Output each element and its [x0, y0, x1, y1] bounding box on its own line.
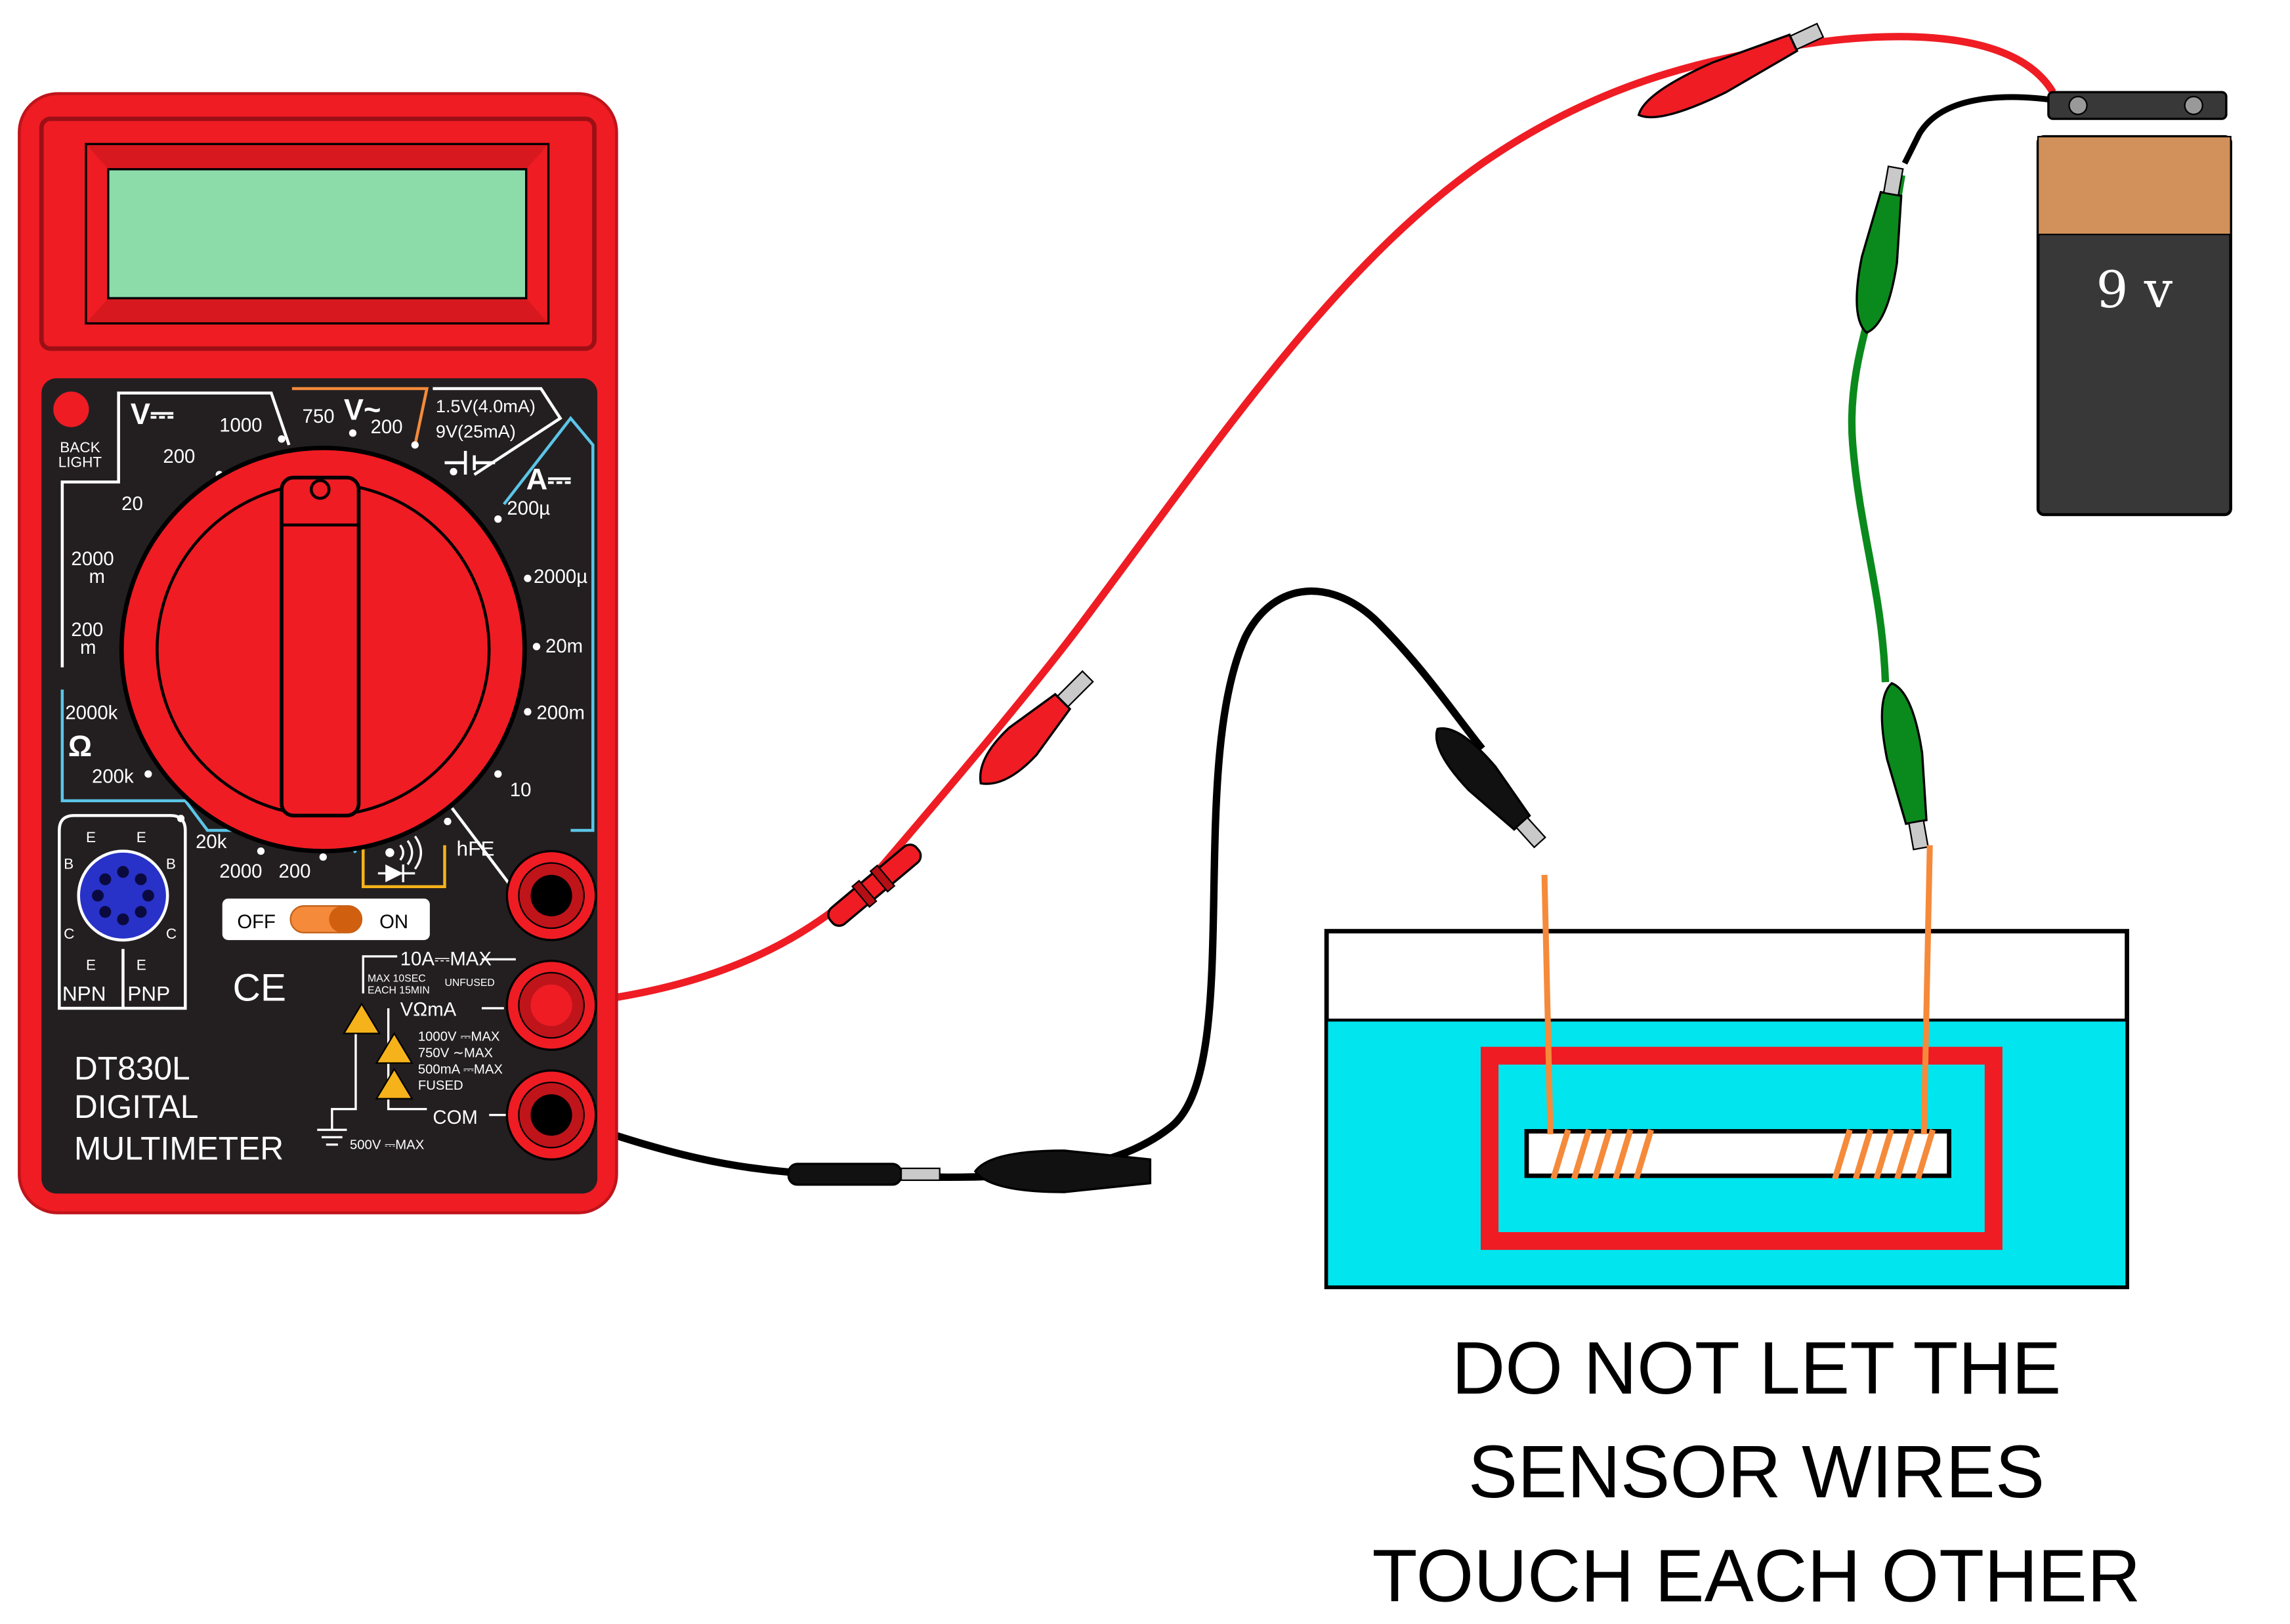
warning-line-1: DO NOT LET THE [1452, 1327, 2062, 1409]
multimeter: BACK LIGHT V⎓ V~ A⎓ Ω hFE 1.5V(4.0mA) 9V… [18, 92, 618, 1214]
left-coil [1550, 1128, 1655, 1180]
range-v20: 20 [121, 493, 143, 515]
range-ac750: 750 [303, 406, 335, 427]
range-r2000: 2000 [219, 861, 262, 882]
range-a200u: 200µ [507, 498, 550, 519]
jack-10a[interactable] [505, 849, 597, 941]
range-v200m-b: m [80, 637, 96, 658]
jack-fused-label: FUSED [418, 1079, 463, 1093]
warning-line-3: TOUCH EACH OTHER [1372, 1534, 2141, 1617]
black-clip-mid [973, 1149, 1152, 1193]
battery-zone-outline [433, 387, 562, 476]
transistor-socket: E E B B C C E E NPN PNP [58, 814, 187, 1010]
backlight-button[interactable] [53, 391, 89, 427]
jack-com[interactable] [505, 1069, 597, 1161]
vac-zone-outline [291, 387, 429, 446]
on-label: ON [379, 911, 408, 933]
socket-e-bottom-right: E [137, 956, 146, 973]
jack-com-note: 500V ⎓MAX [350, 1138, 425, 1153]
backlight-label-1: BACK [60, 439, 100, 456]
backlight-label-2: LIGHT [58, 454, 102, 471]
socket-b-left: B [64, 856, 74, 872]
range-r200: 200 [279, 861, 311, 882]
jack-vohm-line-2: 750V ∼MAX [418, 1046, 494, 1060]
vdc-label: V⎓ [131, 397, 174, 431]
red-clip-lower [827, 844, 922, 927]
range-a2000u: 2000µ [534, 566, 587, 588]
red-clip-mid [979, 670, 1094, 785]
product-name-line-1: DIGITAL [74, 1088, 199, 1125]
green-clip-top [1855, 165, 1904, 334]
socket-c-right: C [166, 926, 177, 942]
jack-10a-note-1: MAX 10SEC [368, 973, 426, 984]
off-label: OFF [237, 911, 276, 933]
socket-b-right: B [166, 856, 176, 872]
adc-label: A⎓ [526, 463, 572, 496]
jack-unfused-label: UNFUSED [444, 977, 494, 989]
socket-e-bottom-left: E [86, 956, 96, 973]
nine-volt-battery: 9 v [2036, 91, 2232, 517]
lcd-screen [107, 168, 528, 299]
range-a200m: 200m [536, 702, 584, 724]
diode-zone-outline [362, 845, 446, 889]
jack-vohm-line-3: 500mA ⎓MAX [418, 1062, 503, 1077]
black-clip-lower [787, 1163, 941, 1186]
water-tank [1324, 845, 2129, 1289]
jack-com-label: COM [433, 1107, 477, 1128]
dial-range-labels: 1000 200 20 2000 m 200 m 750 200 200µ 20… [65, 406, 587, 882]
product-name-line-2: MULTIMETER [74, 1130, 284, 1166]
battery-test-label-2: 9V(25mA) [436, 421, 516, 442]
model-label: DT830L [74, 1050, 190, 1086]
socket-c-left: C [64, 926, 74, 942]
jack-10a-label: 10A⎓MAX [400, 948, 492, 970]
range-v2000m-b: m [89, 566, 104, 588]
battery-test-icon [444, 450, 496, 475]
right-coil [1832, 1128, 1936, 1180]
red-test-lead [551, 33, 2056, 1010]
adc-zone-outline [503, 416, 595, 832]
battery-label: 9 v [2096, 261, 2173, 320]
jack-vohm-line-1: 1000V ⎓MAX [418, 1030, 500, 1044]
diode-buzzer-icon [377, 836, 423, 883]
dial-pointer-icon [309, 479, 331, 500]
vdc-zone-outline [60, 391, 291, 668]
red-clip-top [1637, 22, 1825, 119]
ce-mark: CE [233, 967, 287, 1010]
jack-vohm-label: VΩmA [400, 998, 457, 1020]
jack-10a-note-2: EACH 15MIN [368, 985, 430, 996]
socket-e-top-right: E [137, 829, 146, 845]
range-r2000k: 2000k [65, 702, 117, 724]
range-v200: 200 [163, 446, 195, 467]
warning-triangle-icons [342, 1002, 413, 1100]
range-ac200: 200 [371, 416, 403, 438]
range-v2000m-a: 2000 [71, 548, 114, 570]
battery-negative-lead [1901, 94, 2061, 165]
green-clip-bottom [1880, 681, 1929, 851]
right-sensor-wire [1920, 845, 1933, 1135]
range-a20m: 20m [545, 635, 583, 657]
socket-e-top-left: E [86, 829, 96, 845]
hfe-label: hFE [457, 836, 495, 860]
jack-legend-lines [317, 955, 516, 1146]
power-switch[interactable]: OFF ON [222, 898, 430, 941]
rotary-selector-dial[interactable] [119, 445, 527, 853]
warning-line-2: SENSOR WIRES [1468, 1430, 2045, 1513]
ohm-label: Ω [68, 729, 92, 763]
battery-test-label-1: 1.5V(4.0mA) [436, 396, 536, 416]
range-r200k: 200k [92, 766, 134, 788]
black-clip-top [1435, 727, 1546, 849]
range-v200m-a: 200 [71, 619, 103, 641]
left-sensor-wire [1541, 874, 1554, 1135]
vac-label: V~ [344, 393, 381, 426]
range-r20k: 20k [196, 831, 227, 853]
jack-vohm-ma[interactable] [505, 960, 597, 1051]
range-a10: 10 [510, 779, 532, 801]
range-v1000: 1000 [219, 415, 262, 437]
npn-label: NPN [62, 982, 106, 1006]
pnp-label: PNP [127, 982, 170, 1006]
